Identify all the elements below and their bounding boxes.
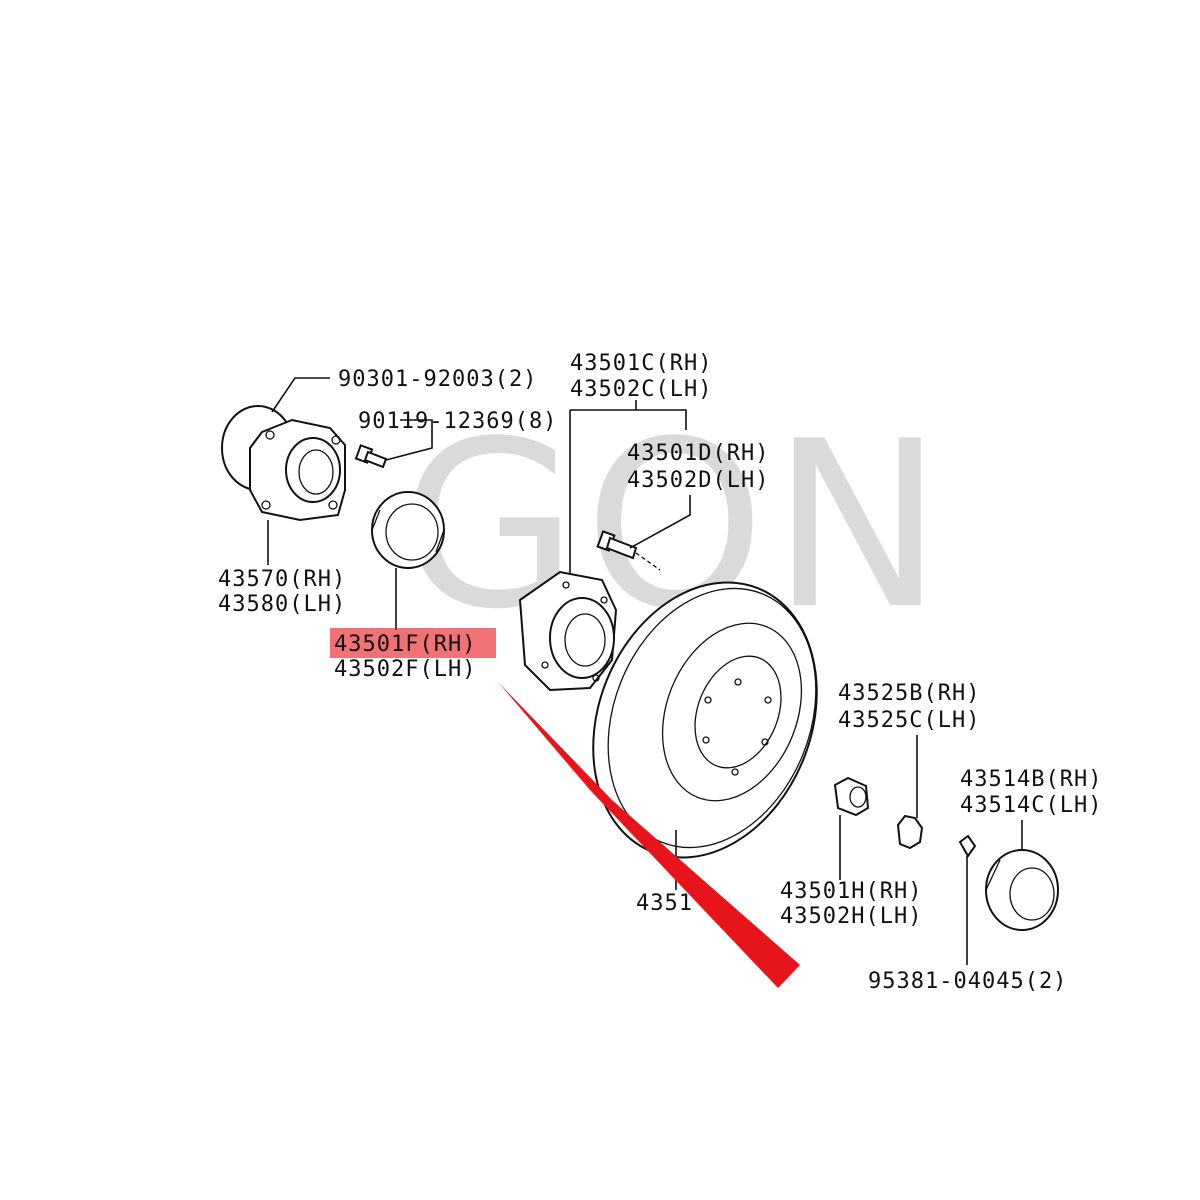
label-43501d: 43501D(RH) [627,441,769,466]
flange-housing-icon [221,405,346,522]
label-43501h: 43501H(RH) [780,879,922,904]
label-43580: 43580(LH) [218,592,346,617]
label-43570: 43570(RH) [218,567,346,592]
bearing-icon [371,491,445,569]
hub-bolt-icon [596,530,661,571]
cotter-pin-icon [958,834,977,858]
nut-icon [833,776,870,817]
label-43501c: 43501C(RH) [570,351,712,376]
hub-icon [518,570,618,692]
label-43525c: 43525C(LH) [838,708,980,733]
label-43501f: 43501F(RH) [334,632,476,657]
label-43514c: 43514C(LH) [960,793,1102,818]
highlight-box [330,628,496,658]
label-90301: 90301-92003(2) [338,367,537,392]
brake-disc-icon [592,581,818,859]
castle-nut-icon [896,814,924,850]
label-4351: 4351 [636,891,693,916]
label-43502h: 43502H(LH) [780,904,922,929]
leader-lines [267,377,1023,965]
label-43502f: 43502F(LH) [334,657,476,682]
bolt-icon [354,444,388,469]
label-43502d: 43502D(LH) [627,468,769,493]
pointer-arrow-icon [498,682,800,988]
label-43502c: 43502C(LH) [570,377,712,402]
label-95381: 95381-04045(2) [868,969,1067,994]
label-43525b: 43525B(RH) [838,681,980,706]
grease-cap-icon [985,849,1059,931]
label-43514b: 43514B(RH) [960,767,1102,792]
label-90119: 90119-12369(8) [358,409,557,434]
